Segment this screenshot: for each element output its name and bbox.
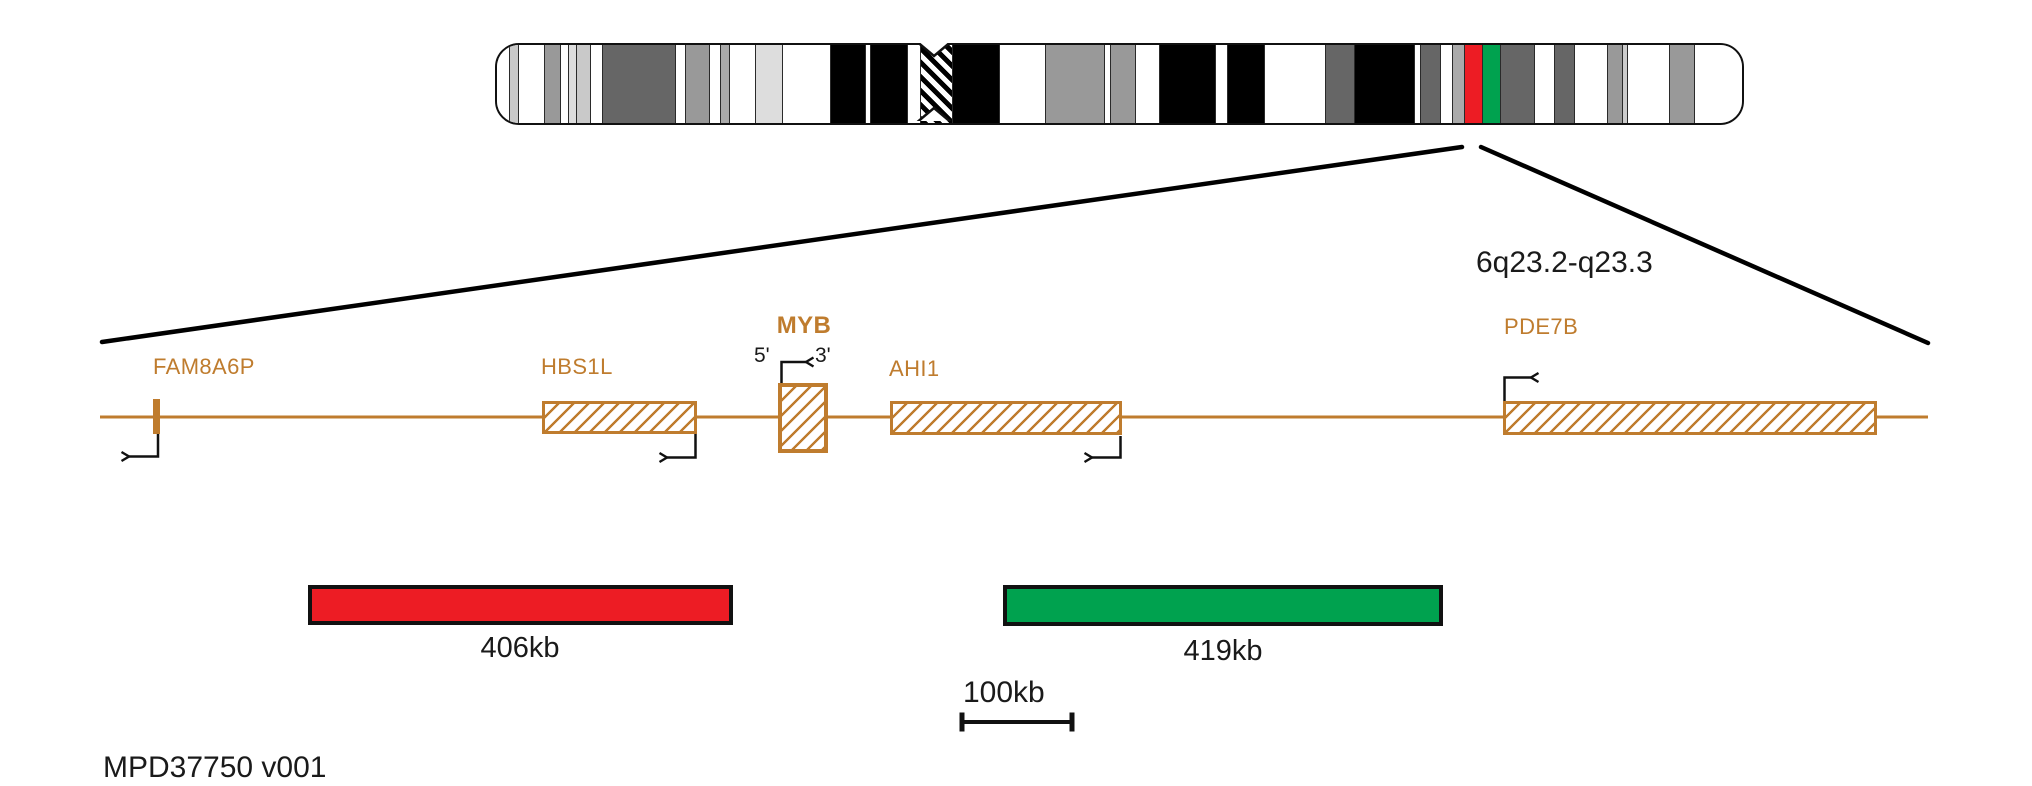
ideogram-band: [1159, 45, 1215, 123]
ideogram-band: [1452, 45, 1464, 123]
probe-size-label-green: 419kb: [1183, 635, 1263, 667]
ideogram-band: [544, 45, 560, 123]
gene-label-ahi1: AHI1: [889, 356, 940, 381]
ideogram-band: [1554, 45, 1574, 123]
footer-id: MPD37750 v001: [103, 751, 327, 784]
chromosome-ideogram: [495, 43, 1744, 125]
ideogram-band: [497, 45, 509, 123]
fam8a6p-strand-arrow: [120, 434, 160, 463]
ideogram-band: [1414, 45, 1420, 123]
ideogram-band: [1440, 45, 1452, 123]
myb-three-prime-label: 3': [815, 344, 831, 367]
gene-hbs1l: [542, 401, 697, 434]
ideogram-band: [1669, 45, 1694, 123]
gene-label-myb: MYB: [776, 312, 832, 339]
pde7b-strand-arrow: [1503, 371, 1540, 401]
gene-ahi1: [890, 401, 1122, 435]
scale-bar-label: 100kb: [963, 676, 1045, 709]
ideogram-band: [999, 45, 1045, 123]
ideogram-band: [602, 45, 675, 123]
ideogram-band: [907, 45, 920, 123]
ideogram-bands: [497, 45, 1742, 123]
gene-myb: [778, 383, 828, 453]
ideogram-band: [1264, 45, 1325, 123]
ideogram-band: [1215, 45, 1227, 123]
ideogram-band: [782, 45, 830, 123]
gene-label-hbs1l: HBS1L: [541, 354, 613, 379]
ideogram-band: [568, 45, 576, 123]
ideogram-band: [1110, 45, 1135, 123]
ideogram-band: [755, 45, 782, 123]
ideogram-band: [870, 45, 907, 123]
ideogram-band: [1694, 45, 1742, 123]
ideogram-band: [1464, 45, 1482, 123]
probe-size-label-red: 406kb: [480, 632, 560, 664]
ideogram-band: [1135, 45, 1159, 123]
ideogram-band: [1482, 45, 1500, 123]
scale-bar: [959, 712, 1075, 732]
ideogram-band: [1574, 45, 1607, 123]
gene-fam8a6p: [153, 399, 160, 434]
ideogram-band: [830, 45, 865, 123]
ideogram-band: [1325, 45, 1354, 123]
ideogram-band: [1622, 45, 1627, 123]
ideogram-band: [865, 45, 870, 123]
ideogram-band: [720, 45, 729, 123]
myb-five-prime-label: 5': [754, 344, 770, 367]
ideogram-band: [1627, 45, 1669, 123]
ideogram-band: [1607, 45, 1622, 123]
ideogram-band: [1420, 45, 1440, 123]
ideogram-band: [685, 45, 709, 123]
ideogram-band: [576, 45, 590, 123]
gene-label-pde7b: PDE7B: [1504, 314, 1579, 339]
ideogram-band: [590, 45, 602, 123]
ideogram-band: [1500, 45, 1534, 123]
ideogram-band: [1534, 45, 1554, 123]
ideogram-band: [675, 45, 685, 123]
ideogram-band: [560, 45, 568, 123]
ideogram-band: [1227, 45, 1264, 123]
ahi1-strand-arrow: [1083, 436, 1122, 464]
zoom-line-left: [99, 144, 1465, 345]
probe-bar-green: [1003, 585, 1443, 626]
probe-bar-red: [308, 585, 733, 625]
gene-label-fam8a6p: FAM8A6P: [153, 354, 255, 379]
ideogram-band: [952, 45, 999, 123]
ideogram-band: [729, 45, 755, 123]
ideogram-band: [518, 45, 544, 123]
gene-pde7b: [1503, 401, 1877, 435]
ideogram-band: [1354, 45, 1414, 123]
ideogram-band: [709, 45, 720, 123]
hbs1l-strand-arrow: [658, 434, 697, 464]
zoom-line-right: [1478, 144, 1931, 346]
centromere-band: [920, 45, 952, 123]
ideogram-band: [1104, 45, 1110, 123]
ideogram-band: [1045, 45, 1104, 123]
myb-strand-arrow: [780, 356, 815, 383]
region-label: 6q23.2-q23.3: [1476, 246, 1653, 279]
ideogram-band: [509, 45, 518, 123]
